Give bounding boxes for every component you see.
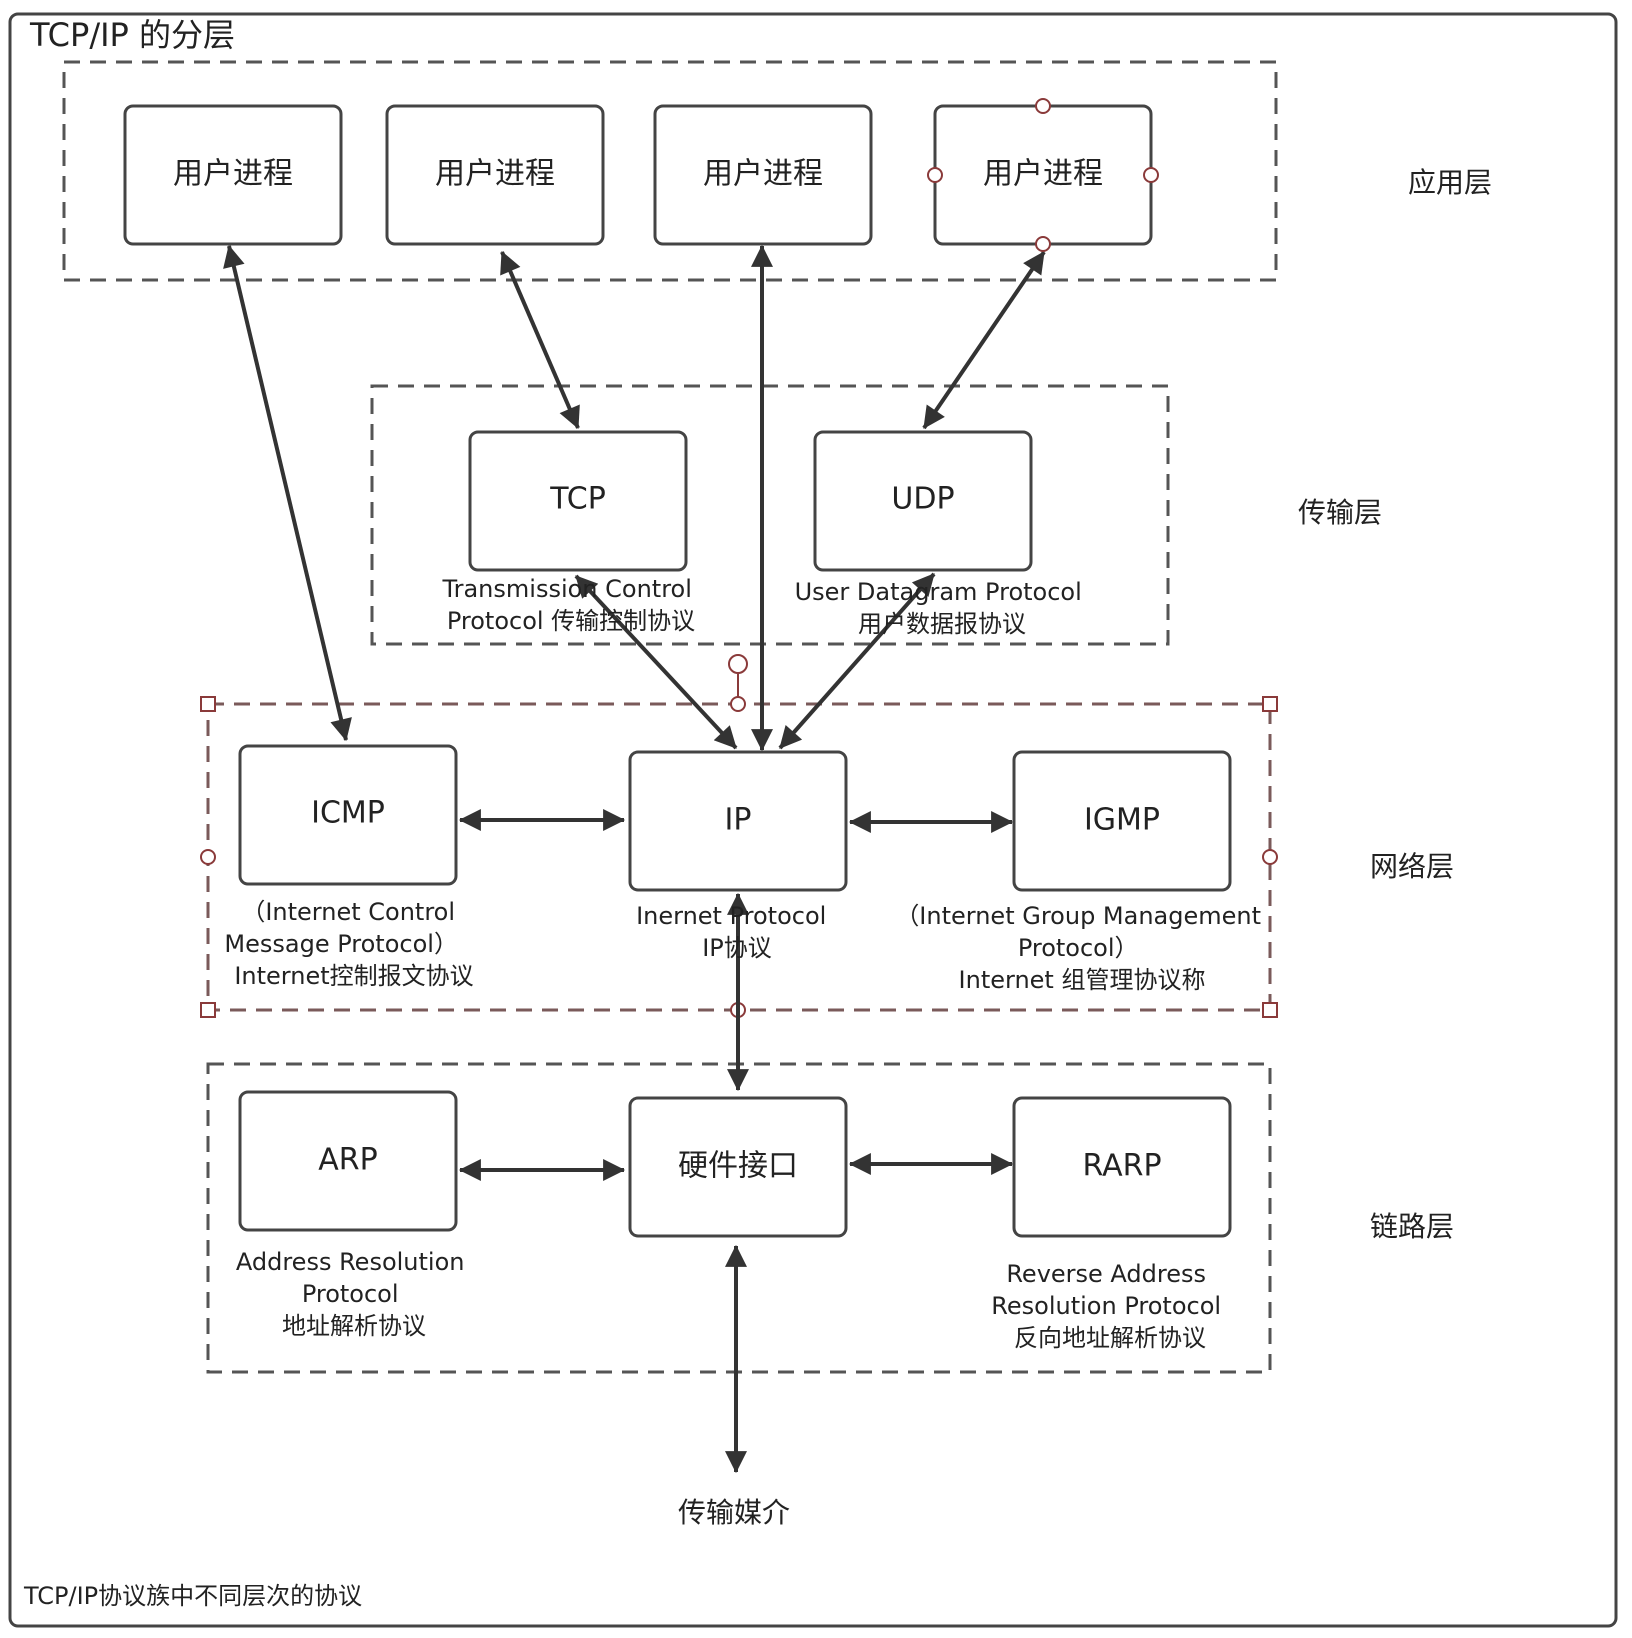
- arp-description-line-1: Address Resolution: [236, 1248, 465, 1276]
- udp-box[interactable]: UDP: [813, 430, 1033, 572]
- tcp-description: Transmission Control Protocol 传输控制协议: [441, 575, 699, 635]
- user-process-label-4: 用户进程: [983, 157, 1103, 192]
- arrows: [223, 244, 1046, 1474]
- arp-label: ARP: [318, 1143, 377, 1178]
- rarp-label: RARP: [1082, 1149, 1161, 1184]
- outer-frame: [8, 12, 1618, 1628]
- ip-description: Inernet Protocol IP协议: [636, 902, 834, 962]
- tcp-description-line-1: Transmission Control: [441, 575, 691, 603]
- user-process-4-connect-handles[interactable]: [927, 98, 1159, 252]
- icmp-description: （Internet Control Message Protocol） Inte…: [224, 898, 473, 990]
- connect-handle-right[interactable]: [1143, 167, 1159, 183]
- arrow-udp-ip[interactable]: [778, 572, 936, 750]
- user-process-box-3[interactable]: 用户进程: [653, 104, 873, 246]
- resize-handle-bottom-right[interactable]: [1262, 1002, 1278, 1018]
- tcp-box[interactable]: TCP: [468, 430, 688, 572]
- user-process-box-1[interactable]: 用户进程: [123, 104, 343, 246]
- igmp-description-line-2: Protocol）: [1018, 934, 1139, 962]
- rotate-handle[interactable]: [728, 654, 748, 674]
- tcp-label: TCP: [549, 482, 606, 517]
- arrow-tcp-ip[interactable]: [574, 574, 738, 750]
- igmp-box[interactable]: IGMP: [1012, 750, 1232, 892]
- rarp-description-line-3: 反向地址解析协议: [1014, 1324, 1206, 1352]
- layer-label-transport: 传输层: [1298, 496, 1382, 529]
- arp-description-line-3: 地址解析协议: [282, 1312, 426, 1340]
- ip-label: IP: [725, 803, 752, 838]
- icmp-box[interactable]: ICMP: [238, 744, 458, 886]
- diagram-caption: TCP/IP协议族中不同层次的协议: [23, 1582, 362, 1610]
- connect-handle-left[interactable]: [200, 849, 216, 865]
- arrow-user4-udp[interactable]: [922, 250, 1046, 430]
- user-process-label-1: 用户进程: [173, 157, 293, 192]
- igmp-label: IGMP: [1084, 803, 1160, 838]
- resize-handle-top-right[interactable]: [1262, 696, 1278, 712]
- transmission-medium-label: 传输媒介: [678, 1496, 790, 1529]
- icmp-label: ICMP: [311, 796, 385, 831]
- udp-description-line-2: 用户数据报协议: [858, 610, 1026, 638]
- arp-description-line-2: Protocol: [302, 1280, 399, 1308]
- resize-handle-bottom-left[interactable]: [200, 1002, 216, 1018]
- icmp-description-line-3: Internet控制报文协议: [234, 962, 473, 990]
- rarp-box[interactable]: RARP: [1012, 1096, 1232, 1238]
- connect-handle-top[interactable]: [1035, 98, 1051, 114]
- hardware-interface-label: 硬件接口: [678, 1149, 798, 1184]
- layer-label-network: 网络层: [1370, 850, 1454, 883]
- user-process-box-4[interactable]: 用户进程: [933, 104, 1153, 246]
- rarp-description: Reverse Address Resolution Protocol 反向地址…: [991, 1260, 1228, 1352]
- igmp-description-line-3: Internet 组管理协议称: [959, 966, 1206, 994]
- udp-description: User Datagram Protocol 用户数据报协议: [795, 578, 1090, 638]
- icmp-description-line-1: （Internet Control: [241, 898, 455, 926]
- connect-handle-top[interactable]: [730, 696, 746, 712]
- tcp-description-line-2: Protocol 传输控制协议: [447, 607, 695, 635]
- connect-handle-left[interactable]: [927, 167, 943, 183]
- layer-label-link: 链路层: [1370, 1210, 1454, 1243]
- diagram-title: TCP/IP 的分层: [29, 16, 235, 54]
- ip-box[interactable]: IP: [628, 750, 848, 892]
- arp-description: Address Resolution Protocol 地址解析协议: [236, 1248, 472, 1340]
- application-layer-frame: [62, 60, 1278, 282]
- arrow-user2-tcp[interactable]: [500, 250, 580, 430]
- ip-description-line-2: IP协议: [702, 934, 772, 962]
- hardware-interface-box[interactable]: 硬件接口: [628, 1096, 848, 1238]
- icmp-description-line-2: Message Protocol）: [224, 930, 458, 958]
- arrow-user1-icmp[interactable]: [223, 244, 352, 742]
- arp-box[interactable]: ARP: [238, 1090, 458, 1232]
- ip-description-line-1: Inernet Protocol: [636, 902, 826, 930]
- udp-label: UDP: [891, 482, 954, 517]
- rarp-description-line-1: Reverse Address: [1006, 1260, 1206, 1288]
- user-process-box-2[interactable]: 用户进程: [385, 104, 605, 246]
- user-process-label-2: 用户进程: [435, 157, 555, 192]
- connect-handle-right[interactable]: [1262, 849, 1278, 865]
- connect-handle-bottom[interactable]: [1035, 236, 1051, 252]
- rarp-description-line-2: Resolution Protocol: [991, 1292, 1221, 1320]
- igmp-description-line-1: （Internet Group Management: [895, 902, 1261, 930]
- igmp-description: （Internet Group Management Protocol） Int…: [895, 902, 1268, 994]
- resize-handle-top-left[interactable]: [200, 696, 216, 712]
- layer-label-application: 应用层: [1408, 166, 1492, 199]
- udp-description-line-1: User Datagram Protocol: [795, 578, 1082, 606]
- user-process-label-3: 用户进程: [703, 157, 823, 192]
